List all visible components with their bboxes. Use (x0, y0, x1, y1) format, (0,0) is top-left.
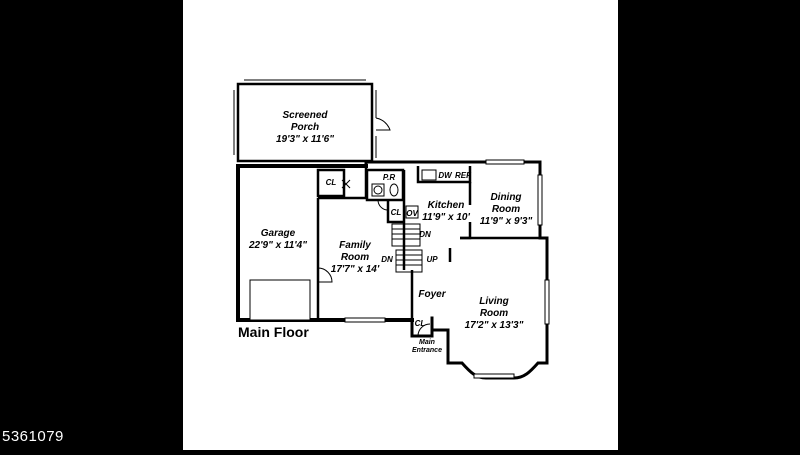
living-label-1: Living (479, 296, 508, 307)
garage-door (249, 279, 311, 321)
closet-label-hall: CL (391, 208, 402, 217)
dining-label-2: Room (492, 204, 520, 215)
door-swings (317, 117, 431, 337)
entrance-label-2: Entrance (412, 347, 442, 354)
refrigerator-label: REF (455, 171, 472, 180)
stairs-up-label: UP (426, 255, 438, 264)
kitchen-dims: 11'9" x 10' (422, 212, 470, 223)
living-label-2: Room (480, 308, 508, 319)
stairs-down-label-1: DN (419, 230, 431, 239)
family-label-1: Family (339, 240, 371, 251)
closet-label-garage: CL (326, 178, 337, 187)
stairs-down-label-2: DN (381, 255, 393, 264)
porch-label-1: Screened (282, 110, 328, 121)
garage-dims: 22'9" x 11'4" (248, 240, 307, 251)
garage-label: Garage (261, 228, 296, 239)
dining-dims: 11'9" x 9'3" (480, 216, 533, 227)
entrance-label-1: Main (419, 339, 435, 346)
dining-label-1: Dining (490, 192, 521, 203)
closet-label-foyer: CL (415, 319, 426, 328)
windows (344, 159, 550, 379)
plan-background (183, 0, 618, 450)
kitchen-label: Kitchen (428, 200, 465, 211)
listing-id: 5361079 (2, 428, 64, 445)
family-dims: 17'7" x 14' (331, 264, 380, 275)
floor-title: Main Floor (238, 324, 309, 340)
foyer-label: Foyer (418, 289, 446, 300)
family-label-2: Room (341, 252, 369, 263)
oven-label: OV (406, 209, 418, 218)
dishwasher-label: DW (438, 171, 453, 180)
living-dims: 17'2" x 13'3" (465, 320, 524, 331)
stairs (391, 223, 423, 273)
porch-walls (233, 79, 377, 163)
fixtures (371, 169, 437, 219)
porch-dims: 19'3" x 11'6" (276, 134, 334, 145)
porch-label-2: Porch (291, 122, 319, 133)
powder-room-label: P.R (383, 173, 396, 182)
interior-walls (316, 166, 540, 320)
